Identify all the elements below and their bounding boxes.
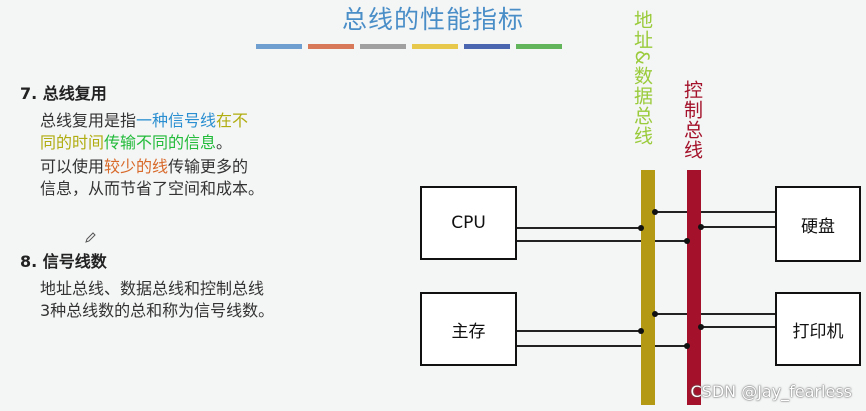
section-7-paragraph-2: 可以使用较少的线传输更多的 信息，从而节省了空间和成本。 [40, 156, 340, 200]
watermark: CSDN @Jay_fearless [690, 382, 852, 401]
cpu-bus-line-2 [517, 240, 691, 242]
address-data-bus [641, 170, 655, 405]
p2-text-c: 传输更多的 信息，从而节省了空间和成本。 [40, 157, 265, 198]
stripe-4 [412, 44, 458, 49]
title-color-stripes [256, 44, 562, 49]
stripe-6 [516, 44, 562, 49]
junction-dot [684, 343, 690, 349]
p1-text-a: 总线复用是指 [40, 111, 137, 130]
stripe-5 [464, 44, 510, 49]
disk-box: 硬盘 [775, 186, 861, 262]
pencil-icon [85, 232, 96, 243]
control-bus-label: 控制总线 [681, 80, 703, 160]
section-7-heading: 7. 总线复用 [20, 84, 107, 103]
disk-bus-line-2 [701, 226, 776, 228]
section-7-paragraph-1: 总线复用是指一种信号线在不 同的时间传输不同的信息。 [40, 110, 340, 154]
printer-bus-line-1 [654, 313, 776, 315]
slide-title: 总线的性能指标 [341, 5, 524, 34]
section-8-heading: 8. 信号线数 [20, 252, 107, 271]
section-8-paragraph: 地址总线、数据总线和控制总线 3种总线数的总和称为信号线数。 [40, 279, 275, 320]
junction-dot [652, 209, 658, 215]
cpu-bus-line-1 [517, 227, 642, 229]
memory-box: 主存 [420, 292, 517, 366]
p1-text-end: 。 [216, 133, 233, 152]
printer-box: 打印机 [775, 292, 861, 366]
p1-highlight-different-time: 在不 同的时间 [40, 111, 249, 152]
memory-bus-line-2 [517, 345, 691, 347]
p1-highlight-signal-line: 一种信号线 [136, 111, 217, 130]
junction-dot [698, 324, 704, 330]
memory-bus-line-1 [517, 330, 642, 332]
stripe-3 [360, 44, 406, 49]
junction-dot [638, 328, 644, 334]
disk-bus-line-1 [654, 211, 776, 213]
printer-bus-line-2 [701, 326, 776, 328]
junction-dot [684, 238, 690, 244]
junction-dot [652, 311, 658, 317]
control-bus [687, 170, 701, 405]
p2-highlight-fewer-lines: 较少的线 [104, 157, 169, 176]
stripe-2 [308, 44, 354, 49]
p2-text-a: 可以使用 [40, 157, 105, 176]
address-data-bus-label: 地址&数据总线 [631, 10, 653, 146]
junction-dot [638, 225, 644, 231]
junction-dot [698, 224, 704, 230]
stripe-1 [256, 44, 302, 49]
cpu-box: CPU [420, 186, 517, 260]
p1-highlight-different-info: 传输不同的信息 [104, 133, 217, 152]
